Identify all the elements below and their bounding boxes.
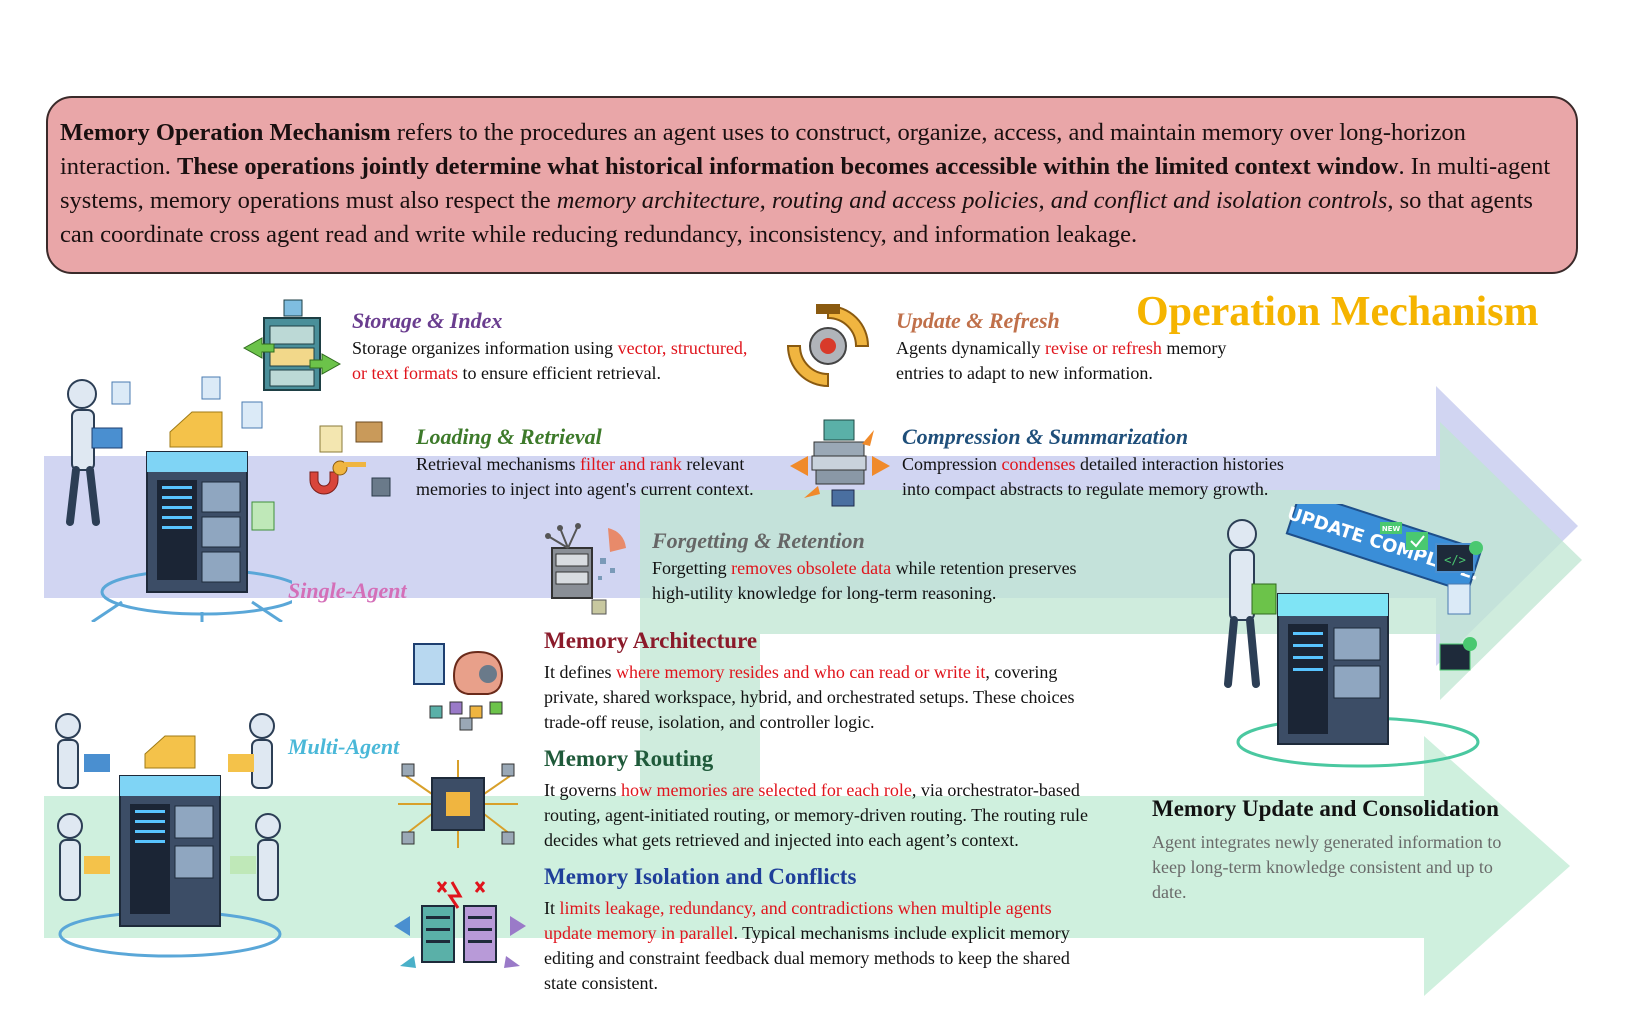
multi-agent-robots-server-icon — [55, 713, 282, 958]
compression-desc: Compression condenses detailed interacti… — [902, 452, 1302, 502]
definition-box: Memory Operation Mechanism refers to the… — [46, 96, 1578, 274]
file-cabinet-icon — [242, 299, 342, 391]
refresh-gear-icon — [786, 304, 870, 388]
new-badge: NEW — [1382, 525, 1401, 533]
definition-part3: , so that agents can coordinate cross ag… — [60, 187, 1533, 248]
loading-desc-post: relevant memories to inject into agent's… — [416, 454, 754, 499]
definition-bold-sentence: These operations jointly determine what … — [177, 153, 1399, 180]
page-title: Operation Mechanism — [1136, 289, 1539, 335]
loading-desc: Retrieval mechanisms filter and rank rel… — [416, 452, 786, 502]
consolidation-desc: Agent integrates newly generated informa… — [1152, 832, 1502, 902]
compression-desc-post: detailed interaction histories into comp… — [902, 454, 1284, 499]
architecture-title: Memory Architecture — [544, 628, 758, 653]
architecture-desc-post: , covering private, shared workspace, hy… — [544, 662, 1075, 732]
definition-italic-phrase: memory architecture, routing and access … — [556, 187, 1388, 214]
isolation-desc-highlight: limits leakage, redundancy, and contradi… — [544, 898, 1052, 943]
architecture-desc: It defines where memory resides and who … — [544, 660, 1094, 735]
architecture-desc-highlight: where memory resides and who can read or… — [615, 662, 986, 682]
definition-part1: refers to the procedures an agent uses t… — [60, 119, 1466, 180]
magnet-key-retrieval-icon — [309, 421, 391, 497]
routing-desc: It governs how memories are selected for… — [544, 778, 1094, 853]
storage-desc-post: to ensure efficient retrieval. — [457, 363, 662, 383]
brain-architecture-icon — [413, 643, 504, 731]
routing-title: Memory Routing — [544, 746, 714, 771]
architecture-desc-pre: It defines — [544, 662, 616, 682]
multi-agent-label: Multi-Agent — [288, 734, 400, 759]
storage-desc: Storage organizes information using vect… — [352, 336, 762, 386]
update-desc-pre: Agents dynamically — [896, 338, 1045, 358]
update-desc: Agents dynamically revise or refresh mem… — [896, 336, 1246, 386]
routing-desc-highlight: how memories are selected for each role — [620, 780, 912, 800]
compression-desc-highlight: condenses — [1001, 454, 1076, 474]
storage-title: Storage & Index — [352, 308, 503, 333]
isolation-desc-post: . Typical mechanisms include explicit me… — [544, 923, 1070, 993]
isolation-title: Memory Isolation and Conflicts — [544, 864, 857, 889]
isolation-conflict-servers-icon — [394, 881, 526, 968]
definition-part2: . In multi-agent systems, memory operati… — [60, 153, 1551, 214]
definition-term: Memory Operation Mechanism — [60, 119, 391, 146]
single-agent-label: Single-Agent — [288, 578, 407, 603]
isolation-desc: It limits leakage, redundancy, and contr… — [544, 896, 1094, 996]
storage-desc-highlight: vector, structured, or text formats — [352, 338, 748, 383]
single-agent-robot-server-icon — [66, 376, 292, 622]
forgetting-desc: Forgetting removes obsolete data while r… — [652, 556, 1112, 606]
svg-text:</>: </> — [1444, 553, 1466, 567]
forgetting-title: Forgetting & Retention — [652, 528, 865, 553]
update-title: Update & Refresh — [896, 308, 1060, 333]
update-desc-post: memory entries to adapt to new informati… — [896, 338, 1227, 383]
forgetting-desc-post: while retention preserves high-utility k… — [652, 558, 1077, 603]
routing-desc-pre: It governs — [544, 780, 621, 800]
storage-desc-pre: Storage organizes information using — [352, 338, 618, 358]
forgetting-desc-highlight: removes obsolete data — [731, 558, 892, 578]
loading-desc-pre: Retrieval mechanisms — [416, 454, 580, 474]
compression-title: Compression & Summarization — [902, 424, 1189, 449]
routing-desc-post: , via orchestrator-based routing, agent-… — [544, 780, 1089, 850]
loading-title: Loading & Retrieval — [416, 424, 602, 449]
forgetting-cabinet-icon — [545, 523, 626, 615]
chip-routing-icon — [398, 760, 518, 848]
compression-books-icon — [790, 419, 890, 507]
consolidation-title: Memory Update and Consolidation — [1152, 796, 1499, 821]
update-complete-server-icon: UPDATE COMPLETE. </> NEW — [1224, 504, 1483, 768]
compression-desc-pre: Compression — [902, 454, 1002, 474]
forgetting-desc-pre: Forgetting — [652, 558, 732, 578]
update-desc-highlight: revise or refresh — [1044, 338, 1162, 358]
loading-desc-highlight: filter and rank — [579, 454, 682, 474]
isolation-desc-pre: It — [544, 898, 560, 918]
